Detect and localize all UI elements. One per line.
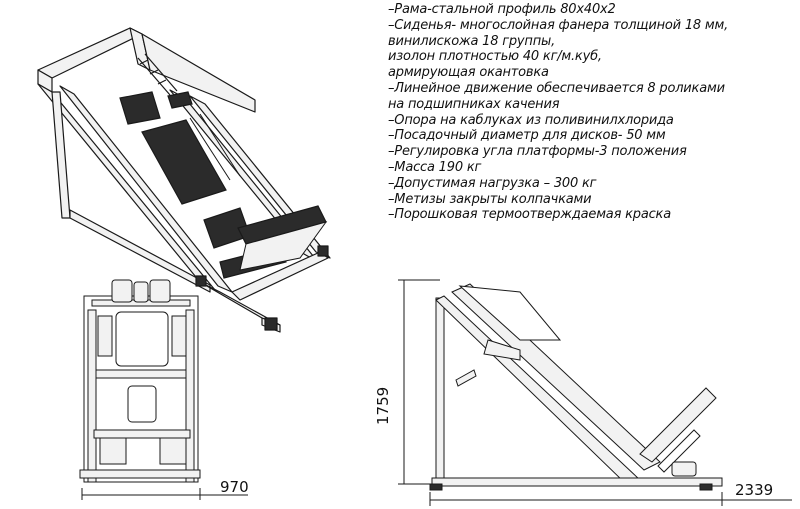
spec-line: –Допустимая нагрузка – 300 кг bbox=[388, 175, 597, 191]
length-dimension-label: 2339 bbox=[735, 481, 774, 499]
spec-line: –Опора на каблуках из поливинилхлорида bbox=[388, 112, 674, 128]
spec-line: –Порошковая термоотверждаемая краска bbox=[388, 207, 671, 223]
height-dimension-label: 1759 bbox=[374, 386, 392, 425]
spec-line: на подшипниках качения bbox=[388, 96, 560, 112]
spec-line: –Линейное движение обеспечивается 8 роли… bbox=[388, 80, 725, 96]
specifications-list: –Рама-стальной профиль 80х40х2 –Сиденья-… bbox=[388, 2, 798, 223]
spec-line: –Посадочный диаметр для дисков- 50 мм bbox=[388, 128, 666, 144]
spec-line: винилискожа 18 группы, bbox=[388, 33, 556, 49]
spec-line: –Сиденья- многослойная фанера толщиной 1… bbox=[388, 17, 729, 33]
spec-line: армирующая окантовка bbox=[388, 65, 549, 81]
width-dimension-label: 970 bbox=[220, 478, 249, 496]
spec-line: изолон плотностью 40 кг/м.куб, bbox=[388, 49, 602, 65]
spec-line: –Метизы закрыты колпачками bbox=[388, 191, 592, 207]
spec-line: –Масса 190 кг bbox=[388, 159, 482, 175]
front-view bbox=[79, 279, 248, 500]
spec-line: –Регулировка угла платформы-3 положения bbox=[388, 144, 687, 160]
side-view bbox=[398, 279, 792, 506]
spec-line: –Рама-стальной профиль 80х40х2 bbox=[388, 2, 616, 17]
